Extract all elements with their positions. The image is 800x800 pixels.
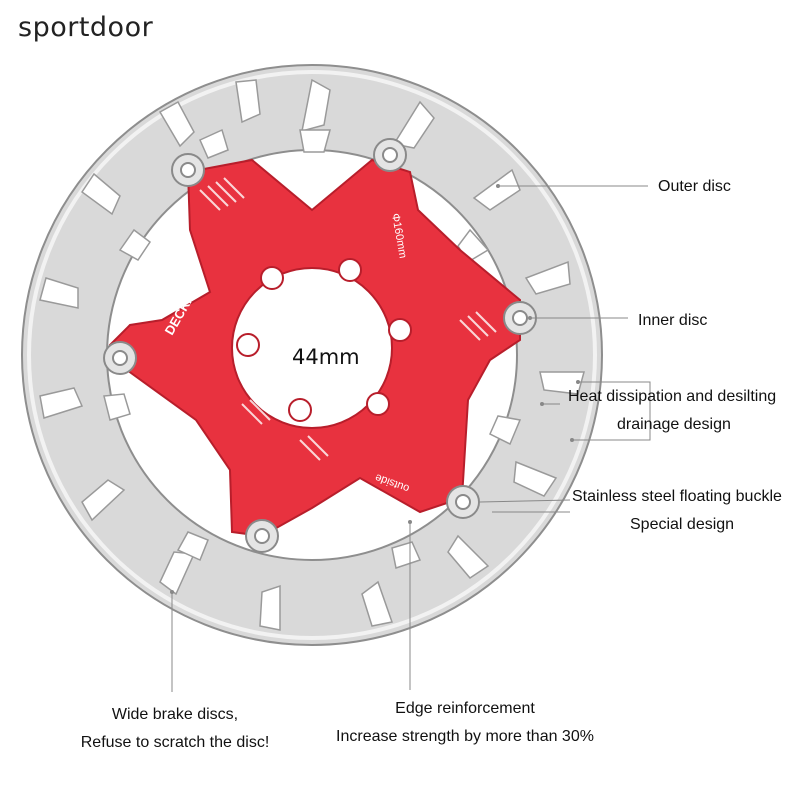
callout-buckle-line2: Special design (630, 516, 735, 533)
callout-buckle-line1: Stainless steel floating buckle (572, 488, 782, 505)
brand-watermark: sportdoor (18, 12, 154, 43)
callout-edge-line2: Increase strength by more than 30% (336, 728, 594, 745)
callout-heat-line2: drainage design (617, 416, 731, 433)
leader-lines (171, 185, 651, 692)
center-diameter-label: 44mm (292, 345, 360, 369)
callout-inner-disc: Inner disc (638, 312, 708, 329)
callout-wide-line2: Refuse to scratch the disc! (80, 734, 270, 751)
floating-buckles (103, 138, 537, 553)
inner-disc-spider (108, 158, 521, 538)
callout-wide-line1: Wide brake discs, (111, 706, 239, 723)
callout-outer-disc: Outer disc (658, 178, 731, 195)
callout-heat-line1: Heat dissipation and desilting (568, 388, 777, 405)
callout-edge-line1: Edge reinforcement (395, 700, 535, 717)
